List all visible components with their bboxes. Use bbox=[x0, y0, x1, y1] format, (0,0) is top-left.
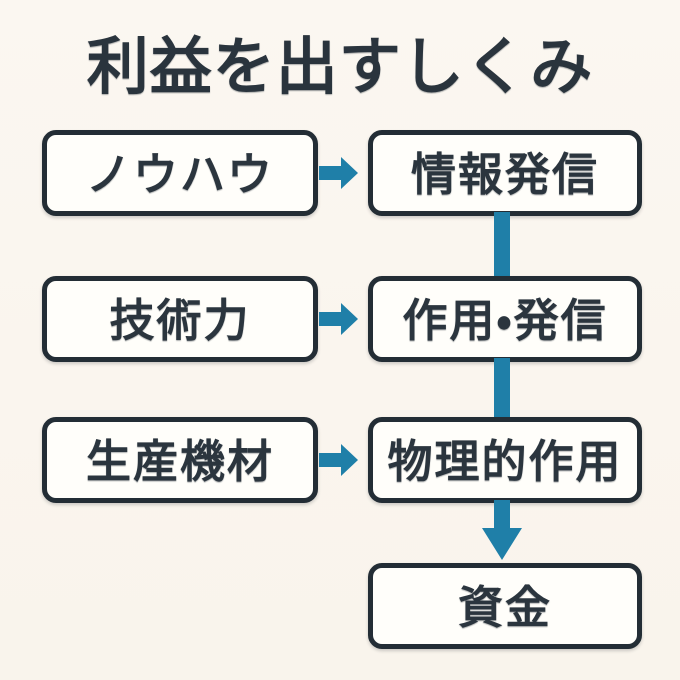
node-technical-skill: 技術力 bbox=[42, 276, 318, 362]
arrow-down-icon bbox=[481, 500, 523, 562]
node-information-output: 情報発信 bbox=[368, 130, 642, 216]
node-funds: 資金 bbox=[368, 563, 642, 649]
connector-down-2 bbox=[494, 358, 510, 421]
node-action-output-label: 作用・発信 bbox=[402, 293, 608, 347]
arrow-right-icon bbox=[319, 443, 359, 477]
node-production-equipment: 生産機材 bbox=[42, 417, 318, 503]
diagram-title: 利益を出すしくみ bbox=[86, 30, 594, 103]
connector-down-1 bbox=[494, 212, 510, 280]
node-physical-action: 物理的作用 bbox=[368, 417, 642, 503]
node-knowhow-label: ノウハウ bbox=[85, 147, 274, 201]
arrow-right-icon bbox=[319, 156, 359, 190]
node-information-output-label: 情報発信 bbox=[410, 147, 599, 201]
node-production-equipment-label: 生産機材 bbox=[85, 434, 274, 488]
node-funds-label: 資金 bbox=[457, 580, 552, 634]
node-technical-skill-label: 技術力 bbox=[109, 293, 251, 347]
arrow-right-icon bbox=[319, 302, 359, 336]
node-action-output: 作用・発信 bbox=[368, 276, 642, 362]
node-physical-action-label: 物理的作用 bbox=[387, 434, 623, 488]
node-knowhow: ノウハウ bbox=[42, 130, 318, 216]
